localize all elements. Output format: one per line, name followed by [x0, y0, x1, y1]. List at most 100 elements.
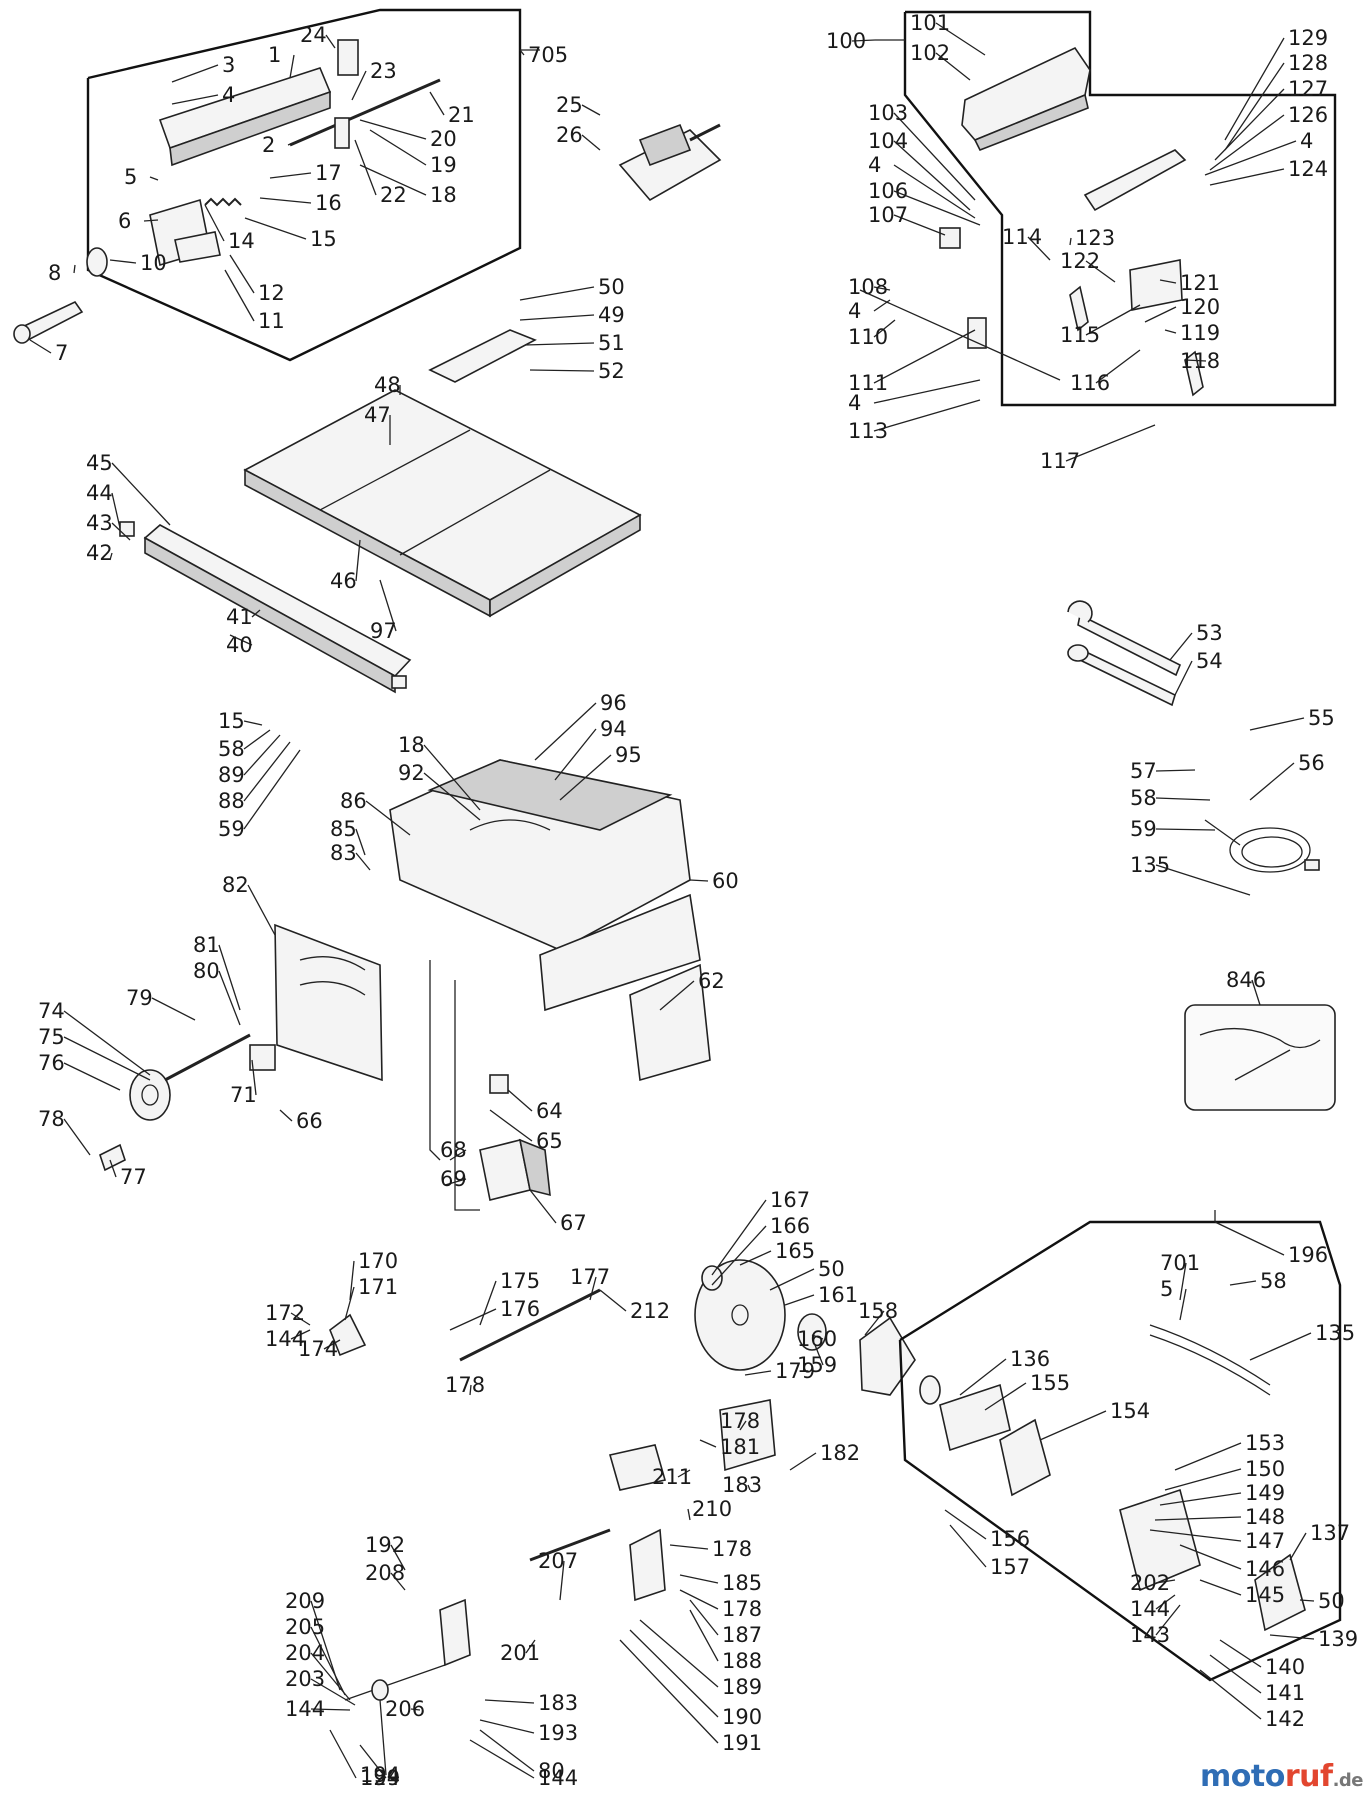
leader-line: [534, 702, 597, 761]
part-callout: 114: [1002, 225, 1042, 249]
leader-line: [218, 970, 241, 1026]
part-callout: 41: [226, 605, 253, 629]
leader-line: [109, 552, 113, 561]
leader-line: [984, 1382, 1027, 1411]
part-callout: 14: [228, 229, 255, 253]
table-top: [243, 329, 642, 618]
leader-line: [524, 342, 595, 346]
part-callout: 188: [722, 1649, 762, 1673]
leader-line: [63, 1010, 151, 1076]
part-callout: 110: [848, 325, 888, 349]
part-callout: 209: [285, 1589, 325, 1613]
leader-line: [525, 1639, 536, 1654]
leader-line: [893, 214, 946, 236]
leader-line: [390, 1544, 406, 1571]
leader-line: [1155, 1604, 1181, 1636]
leader-line: [151, 997, 196, 1021]
part-callout: 97: [370, 619, 397, 643]
part-callout: 22: [380, 183, 407, 207]
part-callout: 64: [536, 1099, 563, 1123]
leader-line: [689, 1599, 719, 1636]
switch-box: [479, 1138, 551, 1201]
part-callout: 86: [340, 789, 367, 813]
part-callout: 15: [310, 227, 337, 251]
leader-line: [893, 190, 981, 226]
part-callout: 135: [1315, 1321, 1355, 1345]
part-callout: 57: [1130, 759, 1157, 783]
leader-line: [344, 1286, 355, 1321]
part-callout: 201: [500, 1641, 540, 1665]
fence-rail: [119, 521, 412, 694]
part-callout: 126: [1288, 103, 1328, 127]
part-callout: 65: [536, 1129, 563, 1153]
part-callout: 3: [222, 53, 235, 77]
power-cord: [1204, 819, 1320, 873]
part-callout: 144: [265, 1327, 305, 1351]
part-callout: 67: [560, 1211, 587, 1235]
leader-line: [1085, 260, 1116, 283]
leader-line: [29, 339, 52, 354]
leader-line: [679, 1574, 719, 1584]
part-callout: 106: [868, 179, 908, 203]
leader-line: [769, 1268, 815, 1291]
part-callout: 128: [1288, 51, 1328, 75]
leader-line: [243, 734, 281, 776]
part-callout: 192: [365, 1533, 405, 1557]
part-callout: 100: [826, 29, 866, 53]
part-callout: 50: [598, 275, 625, 299]
leader-line: [893, 140, 971, 211]
leader-line: [390, 1572, 406, 1591]
part-callout: 50: [818, 1257, 845, 1281]
part-callout: 55: [1308, 706, 1335, 730]
part-callout: 101: [910, 11, 950, 35]
part-callout: 178: [712, 1537, 752, 1561]
part-callout: 21: [448, 103, 475, 127]
leader-line: [469, 1739, 535, 1779]
part-callout: 46: [330, 569, 357, 593]
part-callout: 88: [218, 789, 245, 813]
part-callout: 79: [126, 986, 153, 1010]
miter-gauge: [618, 123, 722, 202]
part-callout: 62: [698, 969, 725, 993]
part-callout: 144: [1130, 1597, 1170, 1621]
leader-line: [529, 1189, 557, 1224]
leader-line: [811, 1334, 824, 1340]
leader-line: [287, 139, 301, 146]
leader-line: [1209, 114, 1285, 171]
leader-line: [1065, 424, 1156, 462]
part-callout: 181: [720, 1435, 760, 1459]
leader-line: [1039, 1410, 1107, 1441]
leader-line: [1164, 329, 1177, 334]
leader-line: [359, 164, 427, 196]
leader-line: [229, 254, 255, 294]
base-cabinet: [389, 759, 701, 1012]
part-callout: 149: [1245, 1481, 1285, 1505]
part-callout: 15: [218, 709, 245, 733]
part-callout: 16: [315, 191, 342, 215]
part-callout: 118: [1180, 349, 1220, 373]
part-callout: 54: [1196, 649, 1223, 673]
part-callout: 89: [218, 763, 245, 787]
part-callout: 170: [358, 1249, 398, 1273]
part-callout: 124: [360, 1766, 400, 1790]
part-callout: 121: [1180, 271, 1220, 295]
leader-line: [489, 1109, 533, 1142]
leader-lines: [29, 22, 1315, 1779]
part-callout: 124: [1288, 157, 1328, 181]
leader-line: [1229, 1280, 1257, 1286]
leader-line: [1155, 864, 1251, 896]
leader-line: [519, 49, 525, 56]
part-callout: 18: [430, 183, 457, 207]
part-callout: 196: [1288, 1243, 1328, 1267]
part-callout: 78: [38, 1107, 65, 1131]
leader-line: [1169, 632, 1193, 661]
leader-line: [1155, 1594, 1176, 1610]
leader-line: [479, 1729, 535, 1772]
part-callout: 18: [398, 733, 425, 757]
part-callout: 113: [848, 419, 888, 443]
part-callout: 53: [1196, 621, 1223, 645]
part-callout: 122: [1060, 249, 1100, 273]
leader-line: [1154, 1516, 1242, 1521]
